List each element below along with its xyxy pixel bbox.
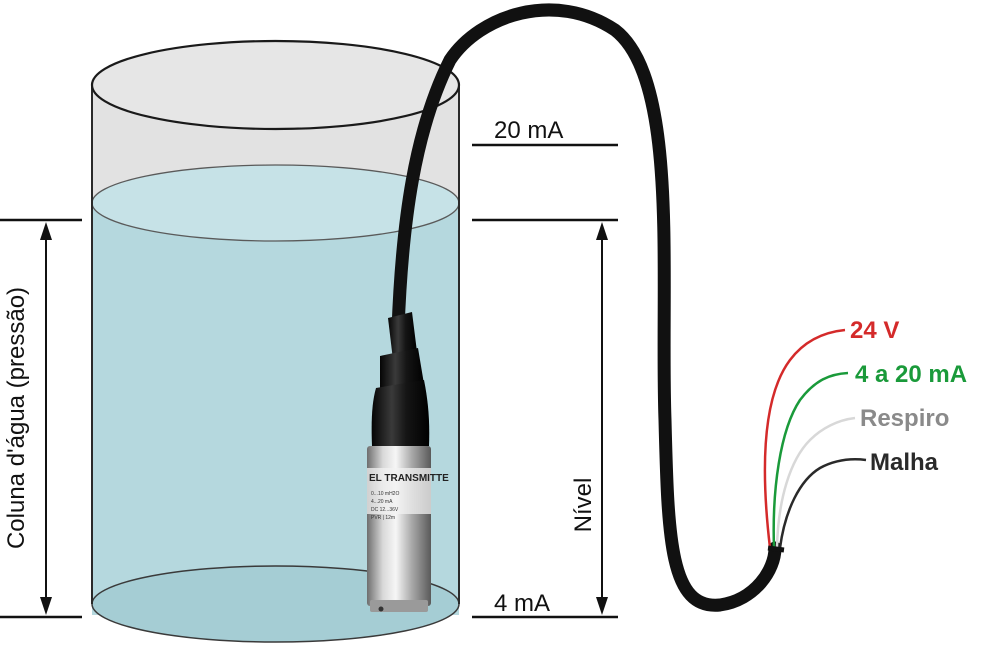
wire-24v bbox=[763, 328, 846, 549]
sensor-strain-relief-lower bbox=[380, 348, 424, 392]
sensor-spec-line-2: 4...20 mA bbox=[371, 499, 393, 505]
arrow-head-down bbox=[596, 597, 608, 615]
wire-label-vent: Respiro bbox=[860, 405, 949, 432]
sensor-spec-line-1: 0...10 mH2O bbox=[371, 491, 399, 497]
sensor-brand-text: EL TRANSMITTE bbox=[369, 473, 449, 484]
wire-label-shield: Malha bbox=[870, 449, 939, 476]
wire-vent bbox=[775, 416, 856, 549]
sensor-boot bbox=[371, 380, 430, 446]
wire-signal bbox=[772, 371, 849, 549]
label-water-column: Coluna d'água (pressão) bbox=[3, 287, 30, 549]
arrow-head-up bbox=[596, 222, 608, 240]
tank-rim bbox=[90, 39, 461, 131]
arrow-head-up bbox=[40, 222, 52, 240]
water-column-arrow bbox=[40, 222, 52, 615]
label-4ma: 4 mA bbox=[494, 590, 550, 617]
wire-label-signal: 4 a 20 mA bbox=[855, 361, 967, 388]
wire-shield bbox=[778, 458, 867, 549]
level-arrow bbox=[596, 222, 608, 615]
label-20ma: 20 mA bbox=[494, 117, 563, 144]
sensor-strain-relief-upper bbox=[388, 312, 417, 360]
sensor-cable bbox=[391, 3, 782, 612]
sensor-port bbox=[378, 606, 384, 612]
wire-label-24v: 24 V bbox=[850, 317, 899, 344]
sensor-label-band bbox=[367, 468, 431, 514]
label-level: Nível bbox=[570, 478, 597, 533]
pressure-sensor: EL TRANSMITTE 0...10 mH2O 4...20 mA DC 1… bbox=[367, 312, 449, 612]
sensor-tip bbox=[370, 600, 428, 612]
sensor-spec-line-3: DC 12...36V bbox=[371, 507, 399, 513]
arrow-head-down bbox=[40, 597, 52, 615]
level-markers bbox=[0, 143, 618, 619]
sensor-spec-line-4: PVR | 12m bbox=[371, 515, 395, 521]
wire-bundle bbox=[763, 328, 867, 553]
cable-end-cap bbox=[767, 545, 785, 553]
